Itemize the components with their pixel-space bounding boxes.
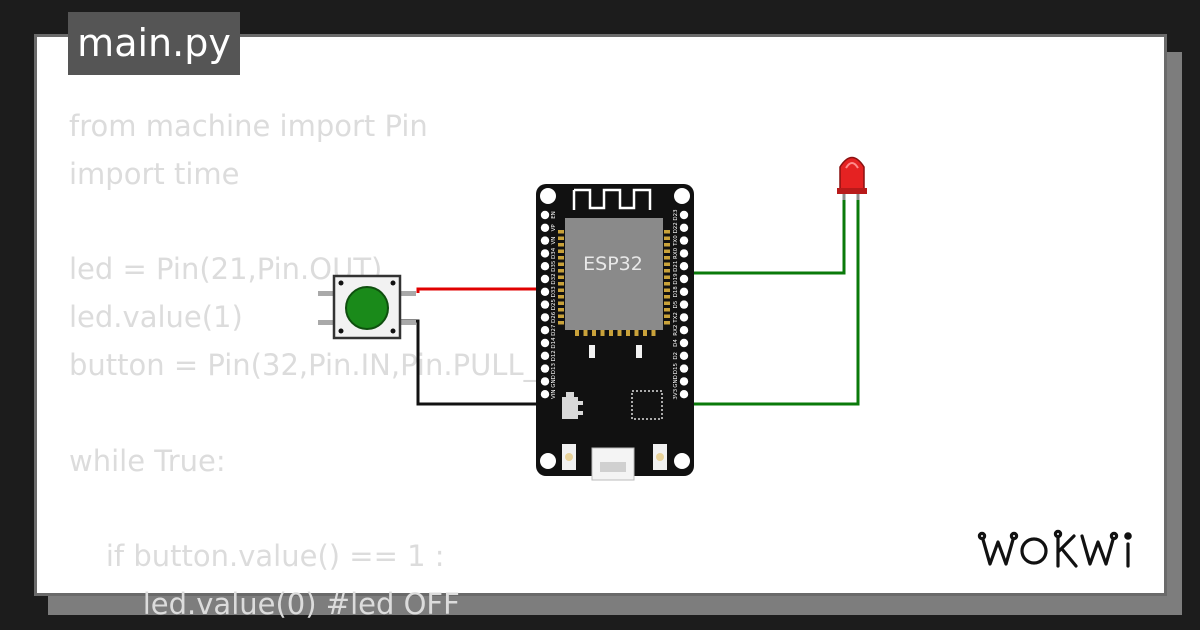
pin-label: D33 <box>551 286 557 298</box>
right-pin-d21[interactable] <box>679 262 689 271</box>
code-line: led = Pin(21,Pin.OUT) <box>69 252 383 287</box>
right-pin-d22[interactable] <box>679 223 689 232</box>
right-pin-3v3[interactable] <box>679 390 689 399</box>
pin-label: D26 <box>551 311 557 323</box>
pin-label: D18 <box>673 286 679 298</box>
pin-label: D23 <box>673 209 679 221</box>
wire-button-to-d32 <box>416 287 545 293</box>
red-led[interactable] <box>837 156 867 201</box>
left-pin-vin[interactable] <box>540 390 550 399</box>
left-pin-en[interactable] <box>540 210 550 220</box>
right-pin-d5[interactable] <box>679 300 689 309</box>
pin-label: GND <box>673 375 679 388</box>
pin-label: D19 <box>673 273 679 285</box>
pin-label: D35 <box>551 260 557 272</box>
code-line: led.value(0) #led OFF <box>69 586 460 621</box>
pin-label: D21 <box>673 261 679 272</box>
left-pin-gnd[interactable] <box>540 377 550 386</box>
code-line: from machine import Pin <box>69 109 428 143</box>
right-pin-d18[interactable] <box>679 287 689 296</box>
left-pin-d33[interactable] <box>540 287 550 296</box>
right-pin-tx2[interactable] <box>679 313 689 322</box>
wire-led-to-gnd <box>682 200 860 406</box>
right-pin-tx0[interactable] <box>679 236 689 245</box>
wire-led-to-d21 <box>682 200 846 275</box>
pin-label: D32 <box>551 273 557 284</box>
right-pin-d15[interactable] <box>679 364 689 373</box>
voltage-regulator <box>562 397 578 419</box>
pin-label: D34 <box>551 247 557 259</box>
pin-label: D4 <box>673 339 679 347</box>
pin-label: D15 <box>673 362 679 374</box>
pin-label: D12 <box>551 350 557 361</box>
right-pin-rx2[interactable] <box>679 326 689 335</box>
right-pin-d4[interactable] <box>679 338 689 348</box>
chip-label: ESP32 <box>583 253 643 275</box>
left-pin-d26[interactable] <box>540 313 550 322</box>
left-pin-d13[interactable] <box>540 364 550 373</box>
left-pin-d14[interactable] <box>540 338 550 348</box>
pin-label: VIN <box>551 389 557 399</box>
left-pin-vn[interactable] <box>540 236 550 245</box>
button-cap[interactable] <box>345 286 389 330</box>
pin-label: 3V3 <box>673 388 679 399</box>
pin-label: RX0 <box>673 247 679 259</box>
antenna-trace <box>572 188 652 210</box>
pin-label: D2 <box>673 352 679 360</box>
pin-label: D25 <box>551 298 557 310</box>
code-line: button = Pin(32,Pin.IN,Pin.PULL_UP) <box>69 347 589 382</box>
pin-label: D27 <box>551 324 557 336</box>
left-pin-d12[interactable] <box>540 351 550 360</box>
left-pin-d32[interactable] <box>540 274 550 284</box>
right-pin-d2[interactable] <box>679 351 689 360</box>
usb-uart-chip <box>631 390 663 420</box>
push-button[interactable] <box>318 274 416 340</box>
code-preview: from machine import Pin import time led … <box>69 103 588 629</box>
pin-label: EN <box>551 211 557 219</box>
wokwi-logo <box>977 529 1132 568</box>
pin-label: GND <box>551 375 557 388</box>
led-body <box>839 156 865 193</box>
left-pin-d27[interactable] <box>540 326 550 335</box>
esp32-chip <box>565 218 663 330</box>
pin-label: TX2 <box>673 312 679 324</box>
pin-label: D5 <box>673 300 679 308</box>
left-pin-d35[interactable] <box>540 262 550 271</box>
pin-label: D22 <box>673 222 679 233</box>
code-line: led.value(1) <box>69 300 243 335</box>
pin-label: D13 <box>551 362 557 374</box>
file-tab-main-py[interactable]: main.py <box>68 12 240 75</box>
right-pin-rx0[interactable] <box>679 249 689 258</box>
right-pin-d23[interactable] <box>679 210 689 220</box>
pin-label: D14 <box>551 337 557 349</box>
pin-label: VP <box>551 224 557 232</box>
left-pin-vp[interactable] <box>540 223 550 232</box>
right-pin-d19[interactable] <box>679 274 689 284</box>
code-line: if button.value() == 1 : <box>69 539 445 574</box>
left-pin-d25[interactable] <box>540 300 550 309</box>
esp32-board[interactable]: ESP32 ENVPVND34D35D32D33D25D26D27D14D12D… <box>536 184 694 481</box>
left-pin-d34[interactable] <box>540 249 550 258</box>
pin-label: RX2 <box>673 325 679 336</box>
right-pin-gnd[interactable] <box>679 377 689 386</box>
pin-label: TX0 <box>673 235 679 247</box>
code-line: import time <box>69 156 240 191</box>
wire-button-to-gnd <box>400 319 545 406</box>
pin-label: VN <box>551 237 557 245</box>
code-line: while True: <box>69 443 226 478</box>
